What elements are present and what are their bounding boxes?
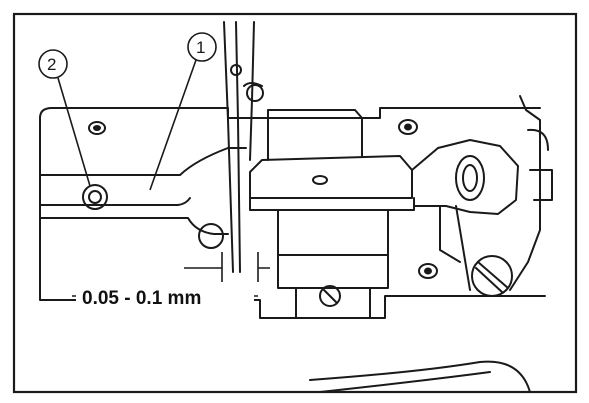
- thread-guide: [246, 84, 264, 102]
- bed-lower-line: [39, 217, 229, 235]
- right-plate-slot-inner: [462, 164, 478, 192]
- needle: [223, 21, 234, 273]
- machine-drawing: [39, 21, 553, 393]
- right-arm: [509, 95, 541, 291]
- right-plate: [411, 139, 519, 215]
- callout-1: 1: [149, 32, 217, 191]
- thread-loop: [243, 82, 263, 87]
- right-column: [439, 205, 471, 291]
- callout-1-leader: [149, 59, 197, 191]
- screw-hole-upper-left: [88, 121, 106, 135]
- dimension-label: 0.05 - 0.1 mm: [82, 288, 201, 309]
- bracket-screw-slot: [322, 288, 338, 304]
- presser-foot-face: [249, 197, 415, 211]
- thread-guide-top: [230, 64, 242, 76]
- presser-foot-hole: [312, 175, 328, 185]
- upper-block: [267, 109, 363, 161]
- callout-2-leader: [57, 77, 91, 187]
- cable: [309, 360, 531, 393]
- callout-2: 2: [38, 49, 91, 187]
- screw-hole-lower-right: [418, 263, 438, 279]
- callout-2-circle: [38, 49, 68, 79]
- dimension-label-bg: [76, 282, 254, 310]
- needle-shaft-2: [235, 21, 241, 273]
- screw-2-inner: [88, 190, 102, 204]
- bed-left-groove: [39, 197, 191, 206]
- lower-bracket-slot: [295, 287, 371, 319]
- lower-bracket: [277, 209, 389, 289]
- large-screw: [471, 255, 513, 297]
- callout-1-circle: [187, 32, 217, 62]
- large-screw-slot: [475, 261, 509, 293]
- callout-2-number: 2: [47, 55, 56, 74]
- callout-1-number: 1: [196, 38, 205, 57]
- screw-hole-upper-right: [398, 119, 418, 135]
- right-arm-detail: [527, 128, 553, 201]
- frame-border: [12, 12, 578, 394]
- cable-2: [319, 371, 491, 393]
- right-plate-slot: [455, 155, 485, 201]
- bed-cutout: [198, 223, 224, 249]
- bed-plate-front: [39, 117, 546, 319]
- bracket-screw: [319, 285, 341, 307]
- screw-2: [82, 184, 108, 210]
